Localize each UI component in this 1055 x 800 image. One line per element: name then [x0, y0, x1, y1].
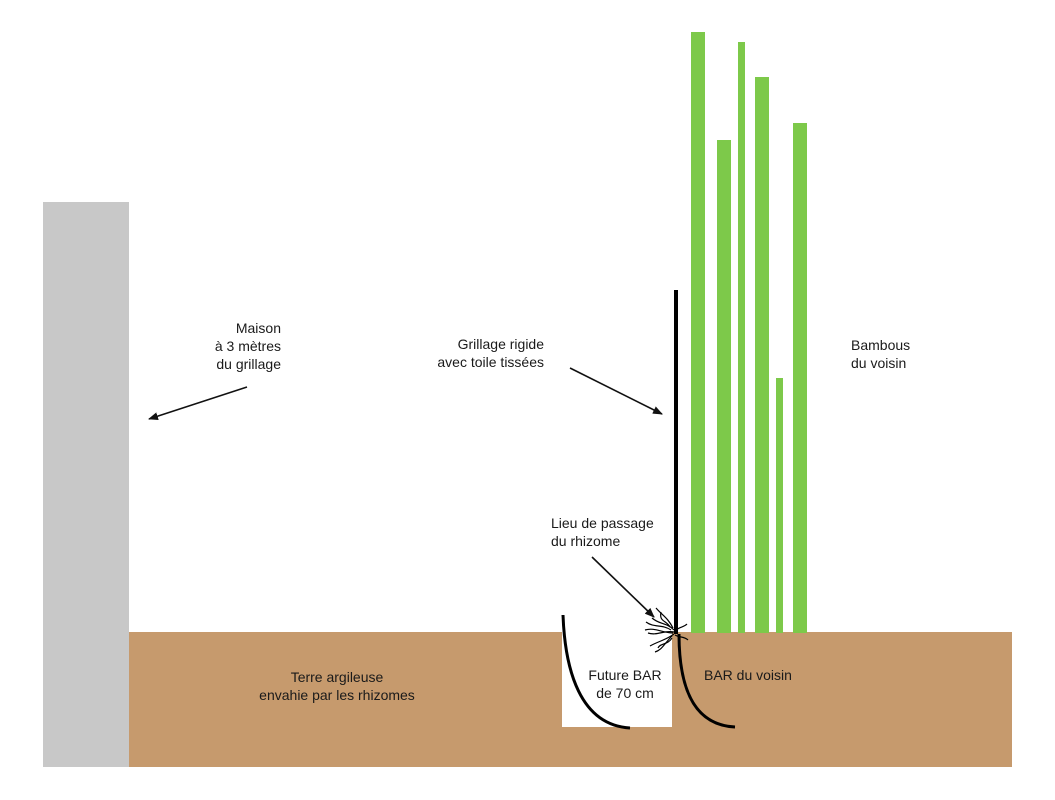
bamboo-cane — [717, 140, 731, 633]
bambous-label: Bambous du voisin — [851, 337, 911, 371]
house-wall — [43, 202, 129, 767]
neighbour-barrier-curve — [677, 633, 736, 729]
bamboo-cane — [691, 32, 705, 633]
rhizome-tangle — [644, 607, 689, 653]
bamboo-cane — [755, 77, 769, 633]
future-barrier-curve — [561, 614, 631, 730]
bamboo-canes — [691, 32, 807, 633]
bamboo-cane — [738, 42, 745, 633]
grillage-label: Grillage rigide avec toile tissées — [437, 336, 544, 370]
future-barrier-pit — [562, 632, 672, 727]
grillage-arrow — [569, 367, 663, 415]
bamboo-cane — [776, 378, 783, 633]
future-bar-label: Future BAR de 70 cm — [588, 667, 662, 701]
passage-label: Lieu de passage du rhizome — [551, 515, 654, 549]
terre-label: Terre argileuse envahie par les rhizomes — [259, 669, 415, 703]
maison-arrow — [148, 386, 248, 421]
bar-voisin-label: BAR du voisin — [704, 667, 792, 683]
passage-arrow — [591, 556, 655, 618]
maison-label: Maison à 3 mètres du grillage — [214, 320, 281, 372]
bamboo-cane — [793, 123, 807, 633]
